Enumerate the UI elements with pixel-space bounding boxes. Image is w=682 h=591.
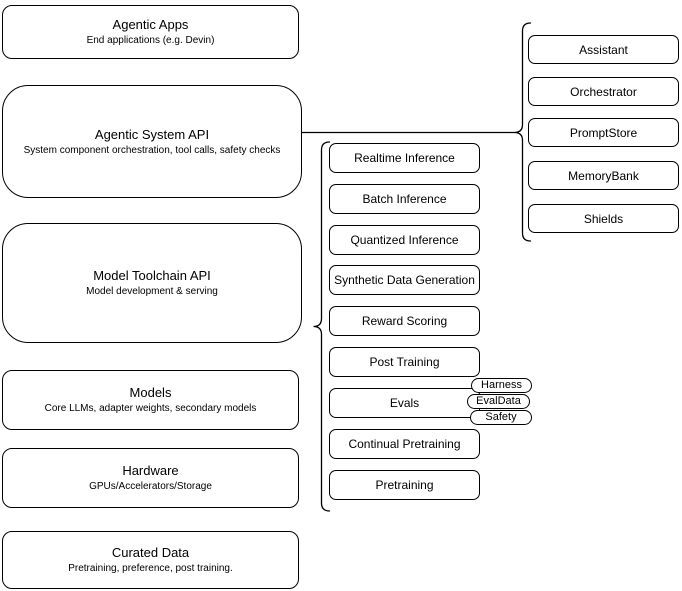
- node-title: Hardware: [122, 463, 179, 478]
- eval-tag-label: EvalData: [476, 395, 521, 407]
- toolchain-item-post-training: Post Training: [329, 347, 480, 377]
- node-subtitle: System component orchestration, tool cal…: [23, 144, 281, 156]
- eval-tag-evaldata: EvalData: [467, 394, 530, 409]
- toolchain-item-pretraining: Pretraining: [329, 470, 480, 500]
- toolchain-item-label: Continual Pretraining: [348, 437, 461, 451]
- toolchain-item-continual-pretraining: Continual Pretraining: [329, 429, 480, 459]
- toolchain-item-synthetic-data-generation: Synthetic Data Generation: [329, 265, 480, 295]
- component-assistant: Assistant: [528, 35, 679, 64]
- toolchain-item-quantized-inference: Quantized Inference: [329, 225, 480, 255]
- toolchain-item-label: Batch Inference: [362, 192, 447, 206]
- component-memorybank: MemoryBank: [528, 161, 679, 190]
- toolchain-item-label: Pretraining: [375, 478, 434, 492]
- toolchain-item-batch-inference: Batch Inference: [329, 184, 480, 214]
- toolchain-item-label: Reward Scoring: [361, 314, 448, 328]
- eval-tag-label: Safety: [485, 411, 517, 423]
- node-title: Agentic Apps: [112, 17, 189, 32]
- toolchain-bracket: [313, 141, 331, 512]
- component-label: Assistant: [579, 42, 628, 57]
- node-agentic-apps: Agentic Apps End applications (e.g. Devi…: [2, 5, 299, 59]
- component-orchestrator: Orchestrator: [528, 77, 679, 106]
- node-model-toolchain-api: Model Toolchain API Model development & …: [2, 223, 302, 343]
- component-promptstore: PromptStore: [528, 118, 679, 147]
- eval-tag-safety: Safety: [470, 410, 532, 425]
- component-shields: Shields: [528, 204, 679, 233]
- node-title: Curated Data: [111, 545, 190, 560]
- node-title: Models: [129, 385, 172, 400]
- eval-tag-harness: Harness: [471, 378, 532, 393]
- toolchain-item-label: Realtime Inference: [354, 151, 455, 165]
- toolchain-item-realtime-inference: Realtime Inference: [329, 143, 480, 173]
- node-subtitle: GPUs/Accelerators/Storage: [89, 481, 212, 492]
- node-curated-data: Curated Data Pretraining, preference, po…: [2, 531, 299, 589]
- node-title: Model Toolchain API: [93, 268, 211, 283]
- eval-tag-label: Harness: [481, 379, 522, 391]
- toolchain-item-reward-scoring: Reward Scoring: [329, 306, 480, 336]
- component-label: MemoryBank: [568, 168, 639, 183]
- component-label: PromptStore: [569, 125, 638, 140]
- toolchain-item-label: Synthetic Data Generation: [334, 273, 475, 287]
- node-subtitle: Core LLMs, adapter weights, secondary mo…: [44, 403, 257, 414]
- node-agentic-system-api: Agentic System API System component orch…: [2, 85, 302, 198]
- node-title: Agentic System API: [94, 126, 210, 142]
- toolchain-item-label: Evals: [389, 396, 420, 410]
- toolchain-item-evals: Evals: [329, 388, 480, 418]
- component-label: Shields: [583, 211, 624, 226]
- node-subtitle: End applications (e.g. Devin): [86, 35, 215, 46]
- component-label: Orchestrator: [570, 84, 637, 99]
- toolchain-item-label: Quantized Inference: [350, 233, 459, 247]
- node-models: Models Core LLMs, adapter weights, secon…: [2, 370, 299, 430]
- toolchain-item-label: Post Training: [369, 355, 440, 369]
- node-hardware: Hardware GPUs/Accelerators/Storage: [2, 448, 299, 508]
- node-subtitle: Pretraining, preference, post training.: [68, 563, 233, 574]
- node-subtitle: Model development & serving: [86, 286, 218, 297]
